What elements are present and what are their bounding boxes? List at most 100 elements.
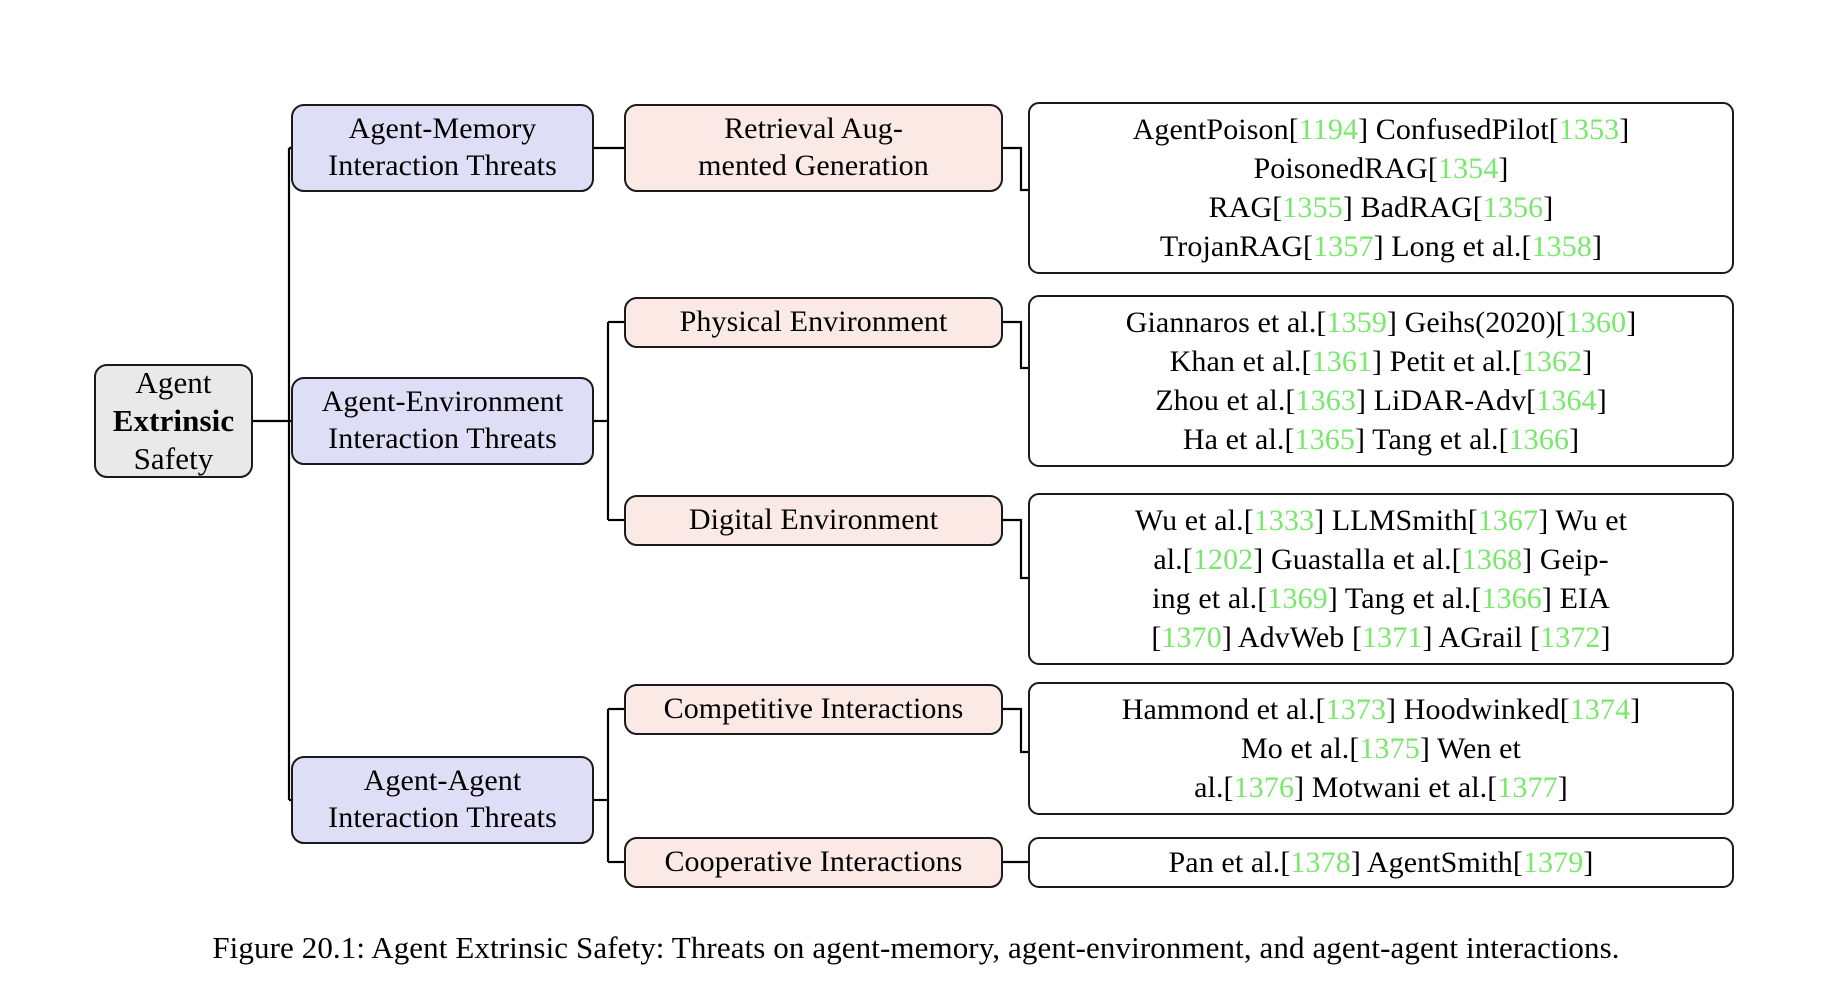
category-label-line-1: Agent-Environment bbox=[321, 385, 564, 419]
category-label-line-1: Agent-Memory bbox=[348, 112, 537, 146]
citation-number: 1365 bbox=[1294, 423, 1355, 456]
reference-text: Ha et al.[ bbox=[1182, 423, 1295, 456]
citation-number: 1378 bbox=[1290, 846, 1351, 879]
subcategory-retrieval-augmented-generation[interactable]: Retrieval Aug- mented Generation bbox=[624, 104, 1003, 192]
subcategory-digital-environment[interactable]: Digital Environment bbox=[624, 495, 1003, 546]
citation-number: 1359 bbox=[1326, 306, 1387, 339]
citation-number: 1368 bbox=[1461, 543, 1523, 576]
reference-text: ] Wu et bbox=[1538, 504, 1628, 537]
reference-text: ] AGrail [ bbox=[1422, 621, 1541, 654]
subcategory-competitive-interactions[interactable]: Competitive Interactions bbox=[624, 684, 1003, 735]
reference-text: Pan et al.[ bbox=[1168, 846, 1291, 879]
reference-text: ] bbox=[1591, 230, 1603, 263]
citation-number: 1364 bbox=[1536, 384, 1597, 417]
reference-text: ] Guastalla et al.[ bbox=[1253, 543, 1462, 576]
citation-number: 1357 bbox=[1313, 230, 1374, 263]
subcategory-label: Digital Environment bbox=[688, 503, 939, 537]
reference-text: AgentPoison[ bbox=[1132, 113, 1299, 146]
reference-line: al.[1202] Guastalla et al.[1368] Geip- bbox=[1044, 540, 1718, 579]
citation-number: 1370 bbox=[1161, 621, 1222, 654]
reference-text: TrojanRAG[ bbox=[1159, 230, 1314, 263]
subcategory-label: Physical Environment bbox=[679, 305, 948, 339]
reference-text: Khan et al.[ bbox=[1169, 345, 1312, 378]
reference-text: ] Motwani et al.[ bbox=[1294, 771, 1498, 804]
citation-number: 1353 bbox=[1558, 113, 1620, 146]
reference-text: ] bbox=[1583, 846, 1594, 879]
reference-text: ] AdvWeb [ bbox=[1221, 621, 1363, 654]
citation-number: 1202 bbox=[1192, 543, 1254, 576]
reference-text: RAG[ bbox=[1208, 191, 1283, 224]
subcategory-label: Competitive Interactions bbox=[663, 692, 964, 726]
reference-text: Wu et al.[ bbox=[1134, 504, 1254, 537]
citation-number: 1360 bbox=[1565, 306, 1627, 339]
citation-number: 1361 bbox=[1311, 345, 1373, 378]
citation-number: 1354 bbox=[1438, 152, 1499, 185]
reference-line: al.[1376] Motwani et al.[1377] bbox=[1044, 768, 1718, 807]
reference-text: ] bbox=[1557, 771, 1568, 804]
reference-text: ] Hoodwinked[ bbox=[1386, 693, 1570, 726]
category-agent-environment-interaction-threats[interactable]: Agent-Environment Interaction Threats bbox=[291, 377, 594, 465]
citation-number: 1356 bbox=[1482, 191, 1544, 224]
reference-text: ] bbox=[1600, 621, 1611, 654]
root-node-agent-extrinsic-safety[interactable]: Agent Extrinsic Safety bbox=[94, 364, 253, 478]
citation-number: 1358 bbox=[1531, 230, 1592, 263]
reference-line: [1370] AdvWeb [1371] AGrail [1372] bbox=[1044, 618, 1718, 657]
citation-number: 1333 bbox=[1253, 504, 1315, 537]
leaf-lines-rag: AgentPoison[1194] ConfusedPilot[1353]Poi… bbox=[1030, 110, 1732, 266]
category-label-line-2: Interaction Threats bbox=[328, 422, 557, 455]
reference-text: ] LiDAR-Adv[ bbox=[1355, 384, 1537, 417]
citation-number: 1377 bbox=[1497, 771, 1558, 804]
reference-line: Hammond et al.[1373] Hoodwinked[1374] bbox=[1044, 690, 1718, 729]
reference-text: PoisonedRAG[ bbox=[1253, 152, 1439, 185]
category-label-line-2: Interaction Threats bbox=[328, 801, 557, 834]
reference-text: ] Petit et al.[ bbox=[1372, 345, 1522, 378]
citation-number: 1371 bbox=[1362, 621, 1423, 654]
citation-number: 1366 bbox=[1508, 423, 1570, 456]
root-line-3: Safety bbox=[133, 440, 214, 476]
reference-text: ] bbox=[1596, 384, 1607, 417]
reference-line: Mo et al.[1375] Wen et bbox=[1044, 729, 1718, 768]
leaf-references-retrieval-augmented-generation[interactable]: AgentPoison[1194] ConfusedPilot[1353]Poi… bbox=[1028, 102, 1734, 274]
reference-line: AgentPoison[1194] ConfusedPilot[1353] bbox=[1044, 110, 1718, 149]
citation-number: 1369 bbox=[1267, 582, 1328, 615]
reference-line: Pan et al.[1378] AgentSmith[1379] bbox=[1044, 843, 1718, 882]
subcategory-label-line-1: Retrieval Aug- bbox=[724, 112, 903, 146]
reference-text: ] bbox=[1569, 423, 1580, 456]
reference-line: RAG[1355] BadRAG[1356] bbox=[1044, 188, 1718, 227]
leaf-references-cooperative-interactions[interactable]: Pan et al.[1378] AgentSmith[1379] bbox=[1028, 837, 1734, 888]
reference-line: Wu et al.[1333] LLMSmith[1367] Wu et bbox=[1044, 501, 1718, 540]
reference-text: ] Geip- bbox=[1522, 543, 1609, 576]
category-agent-memory-interaction-threats[interactable]: Agent-Memory Interaction Threats bbox=[291, 104, 594, 192]
reference-text: ] Tang et al.[ bbox=[1355, 423, 1509, 456]
figure-caption: Figure 20.1: Agent Extrinsic Safety: Thr… bbox=[212, 930, 1620, 965]
reference-text: ] Tang et al.[ bbox=[1327, 582, 1482, 615]
reference-text: ] Long et al.[ bbox=[1373, 230, 1532, 263]
citation-number: 1362 bbox=[1521, 345, 1583, 378]
subcategory-label: Cooperative Interactions bbox=[664, 845, 963, 879]
citation-number: 1372 bbox=[1540, 621, 1601, 654]
reference-text: Hammond et al.[ bbox=[1121, 693, 1326, 726]
subcategory-physical-environment[interactable]: Physical Environment bbox=[624, 297, 1003, 348]
reference-text: ] Wen et bbox=[1419, 732, 1521, 765]
leaf-lines-cooperative-interactions: Pan et al.[1378] AgentSmith[1379] bbox=[1030, 843, 1732, 882]
reference-text: Zhou et al.[ bbox=[1155, 384, 1296, 417]
reference-text: ] bbox=[1630, 693, 1641, 726]
reference-line: Ha et al.[1365] Tang et al.[1366] bbox=[1044, 420, 1718, 459]
reference-text: ing et al.[ bbox=[1152, 582, 1268, 615]
citation-number: 1374 bbox=[1569, 693, 1631, 726]
reference-line: ing et al.[1369] Tang et al.[1366] EIA bbox=[1044, 579, 1718, 618]
reference-text: al.[ bbox=[1194, 771, 1234, 804]
leaf-references-physical-environment[interactable]: Giannaros et al.[1359] Geihs(2020)[1360]… bbox=[1028, 295, 1734, 467]
citation-number: 1373 bbox=[1325, 693, 1387, 726]
subcategory-cooperative-interactions[interactable]: Cooperative Interactions bbox=[624, 837, 1003, 888]
category-label-line-1: Agent-Agent bbox=[363, 764, 522, 798]
citation-number: 1376 bbox=[1233, 771, 1295, 804]
reference-line: Zhou et al.[1363] LiDAR-Adv[1364] bbox=[1044, 381, 1718, 420]
category-agent-agent-interaction-threats[interactable]: Agent-Agent Interaction Threats bbox=[291, 756, 594, 844]
citation-number: 1379 bbox=[1522, 846, 1584, 879]
reference-text: ] BadRAG[ bbox=[1342, 191, 1483, 224]
reference-text: Mo et al.[ bbox=[1240, 732, 1360, 765]
citation-number: 1355 bbox=[1282, 191, 1343, 224]
leaf-references-competitive-interactions[interactable]: Hammond et al.[1373] Hoodwinked[1374]Mo … bbox=[1028, 682, 1734, 815]
